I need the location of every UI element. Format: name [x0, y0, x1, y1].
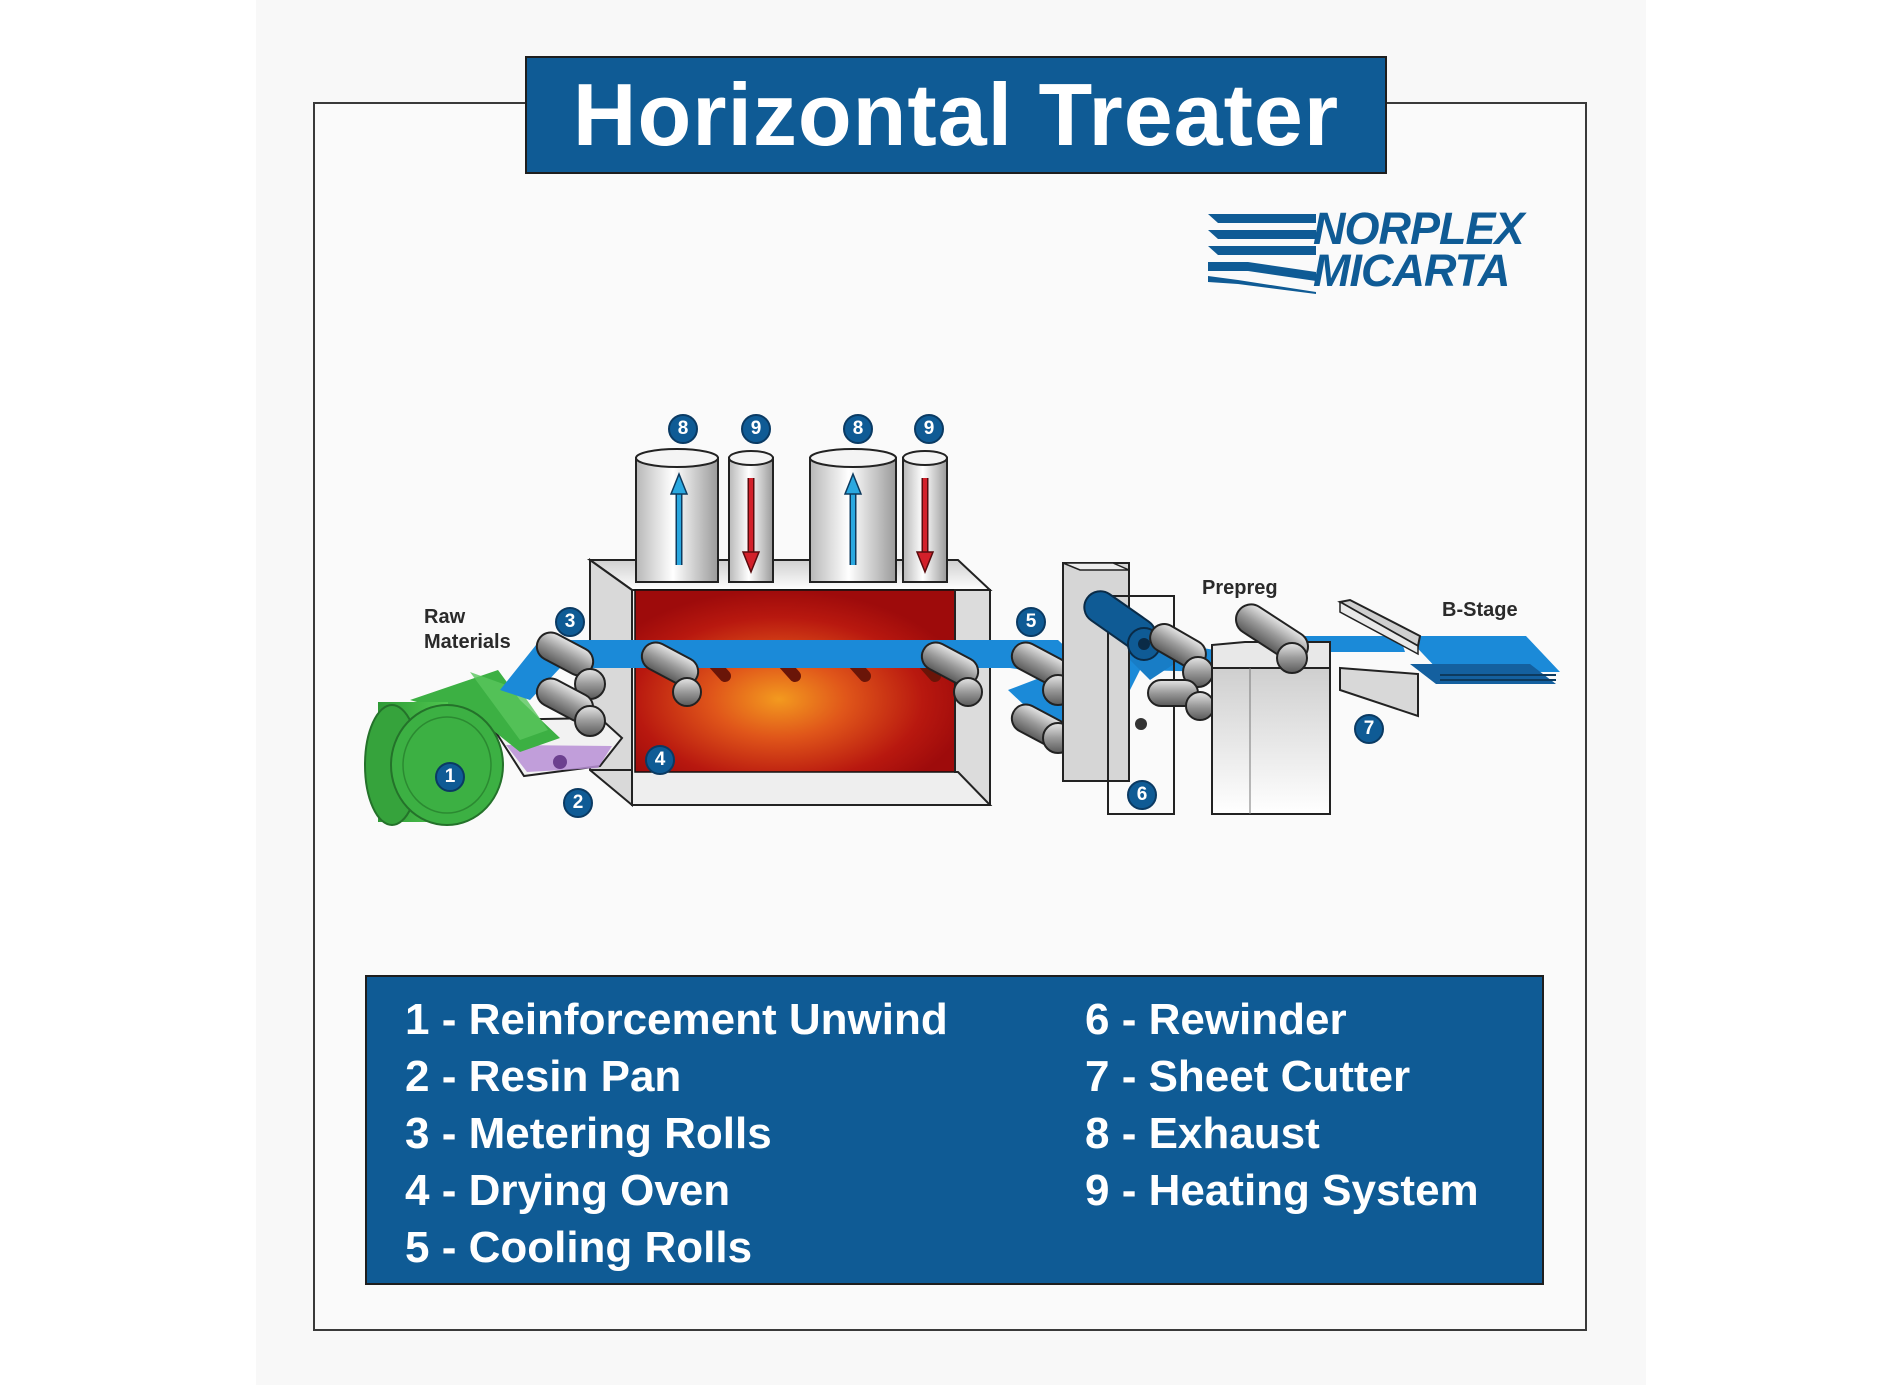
marker-rewinder: 6: [1127, 780, 1157, 810]
heating-stack-1: [728, 450, 774, 583]
raw-materials-line-1: Raw: [424, 606, 466, 628]
legend-item: 9 - Heating System: [1085, 1166, 1479, 1215]
legend-item: 1 - Reinforcement Unwind: [405, 995, 948, 1044]
raw-materials-label: Raw Materials: [424, 605, 511, 655]
prepreg-label: Prepreg: [1202, 577, 1278, 599]
stripes-logo-icon: [1208, 214, 1316, 294]
marker-unwind: 1: [435, 762, 465, 792]
page-title: Horizontal Treater: [572, 65, 1340, 164]
marker-exhaust-2: 8: [843, 414, 873, 444]
heating-stack-2: [902, 450, 948, 583]
marker-drying-oven: 4: [645, 745, 675, 775]
legend-item: 4 - Drying Oven: [405, 1166, 731, 1215]
marker-heating-2: 9: [914, 414, 944, 444]
legend-column-left: 1 - Reinforcement Unwind 2 - Resin Pan 3…: [405, 991, 948, 1276]
title-banner: Horizontal Treater: [525, 56, 1387, 174]
marker-heating-1: 9: [741, 414, 771, 444]
marker-metering-rolls: 3: [555, 607, 585, 637]
legend-column-right: 6 - Rewinder 7 - Sheet Cutter 8 - Exhaus…: [1085, 991, 1479, 1219]
b-stage-label: B-Stage: [1442, 599, 1518, 621]
marker-cooling-rolls: 5: [1016, 607, 1046, 637]
exhaust-stack-1: [635, 448, 719, 583]
brand-logo: NORPLEX MICARTA: [1208, 203, 1548, 298]
legend-item: 3 - Metering Rolls: [405, 1109, 772, 1158]
brand-line-1: NORPLEX: [1313, 203, 1525, 254]
exhaust-stack-2: [809, 448, 897, 583]
marker-exhaust-1: 8: [668, 414, 698, 444]
legend-item: 5 - Cooling Rolls: [405, 1223, 753, 1272]
prepreg-station: [1211, 603, 1331, 815]
raw-materials-line-2: Materials: [424, 631, 511, 653]
sheet-cutter: [1337, 598, 1422, 718]
brand-name: NORPLEX MICARTA: [1313, 203, 1525, 296]
rewinder: [1062, 562, 1215, 815]
marker-resin-pan: 2: [563, 788, 593, 818]
brand-line-2: MICARTA: [1313, 245, 1510, 296]
legend-panel: 1 - Reinforcement Unwind 2 - Resin Pan 3…: [365, 975, 1544, 1285]
legend-item: 6 - Rewinder: [1085, 995, 1347, 1044]
legend-item: 8 - Exhaust: [1085, 1109, 1320, 1158]
reinforcement-unwind-roll: [364, 670, 560, 826]
legend-item: 2 - Resin Pan: [405, 1052, 682, 1101]
marker-sheet-cutter: 7: [1354, 714, 1384, 744]
legend-item: 7 - Sheet Cutter: [1085, 1052, 1411, 1101]
